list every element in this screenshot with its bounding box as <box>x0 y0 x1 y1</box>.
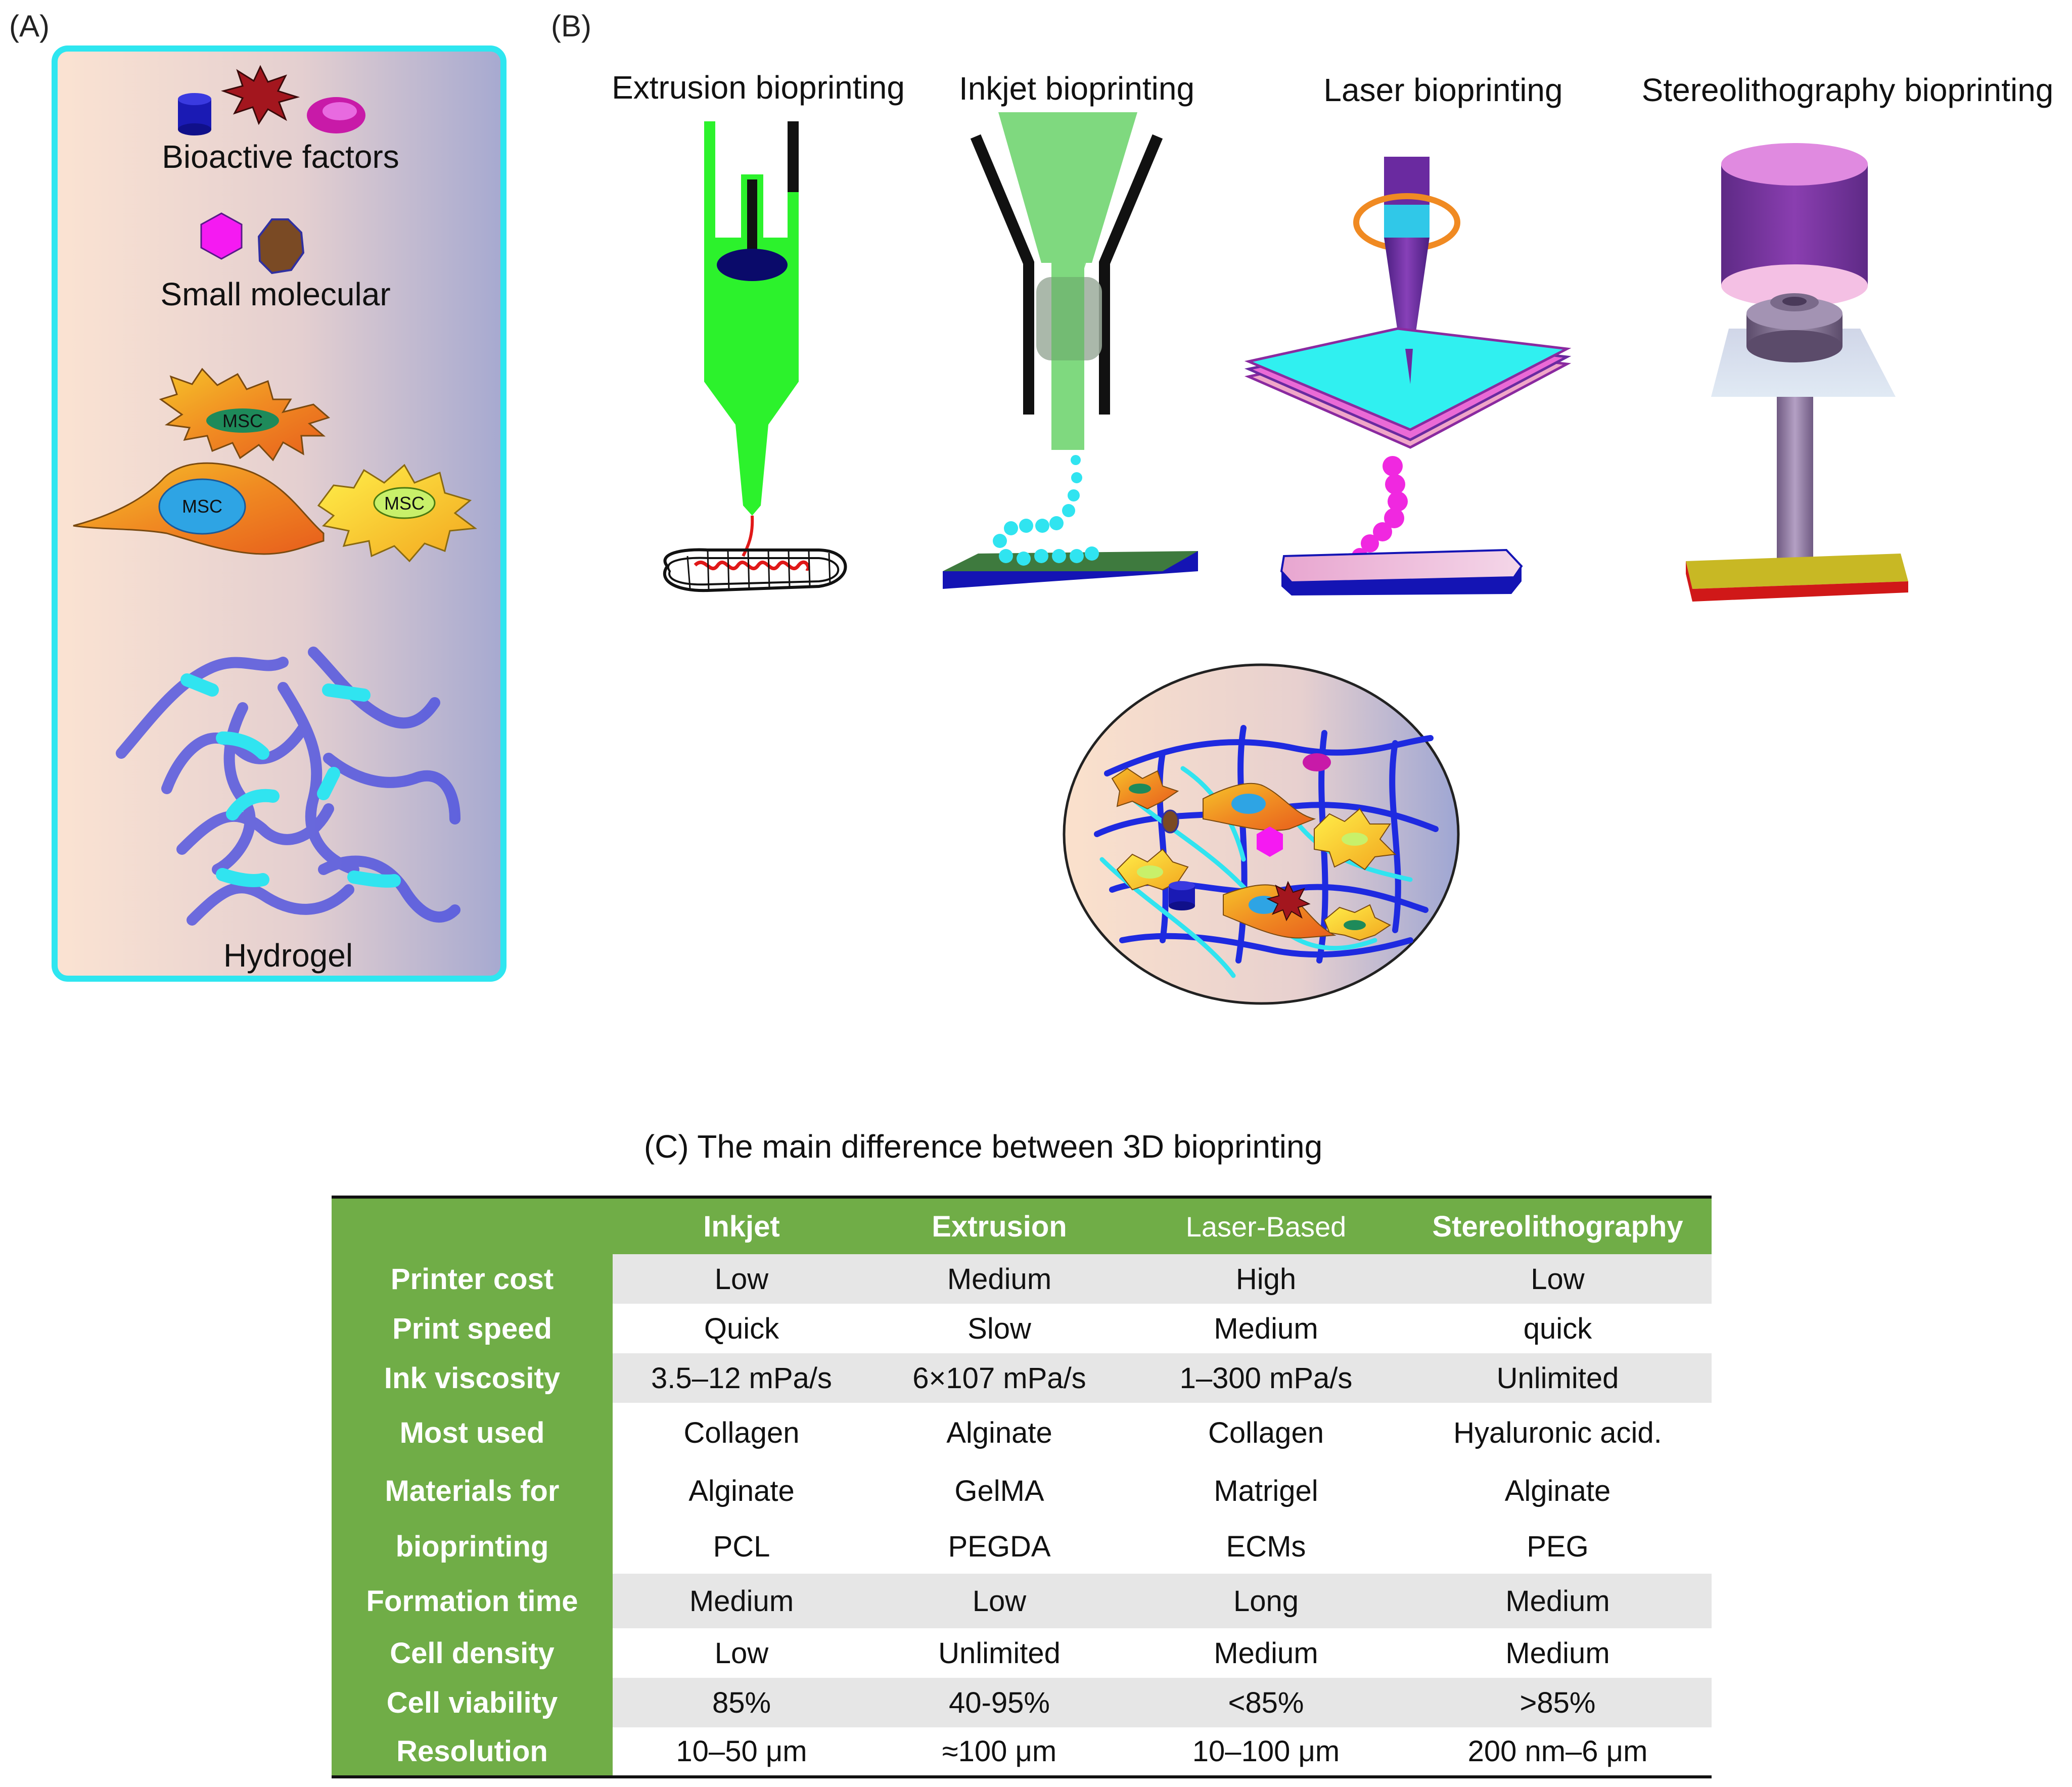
table-cell: 3.5–12 mPa/s <box>613 1353 870 1403</box>
table-cell: Medium <box>870 1254 1128 1304</box>
table-row: Ink viscosity 3.5–12 mPa/s 6×107 mPa/s 1… <box>332 1353 1712 1403</box>
laser-printer-illustration <box>1244 157 1572 595</box>
disc-icon <box>307 97 365 133</box>
table-cell: Low <box>1404 1254 1712 1304</box>
star-icon <box>221 65 300 125</box>
panel-c-title: (C) The main difference between 3D biopr… <box>644 1128 1322 1165</box>
table-row: Printer cost Low Medium High Low <box>332 1254 1712 1304</box>
table-cell: High <box>1128 1254 1404 1304</box>
table-row: Most used Collagen Alginate Collagen Hya… <box>332 1403 1712 1462</box>
table-cell: Alginate <box>1504 1474 1611 1507</box>
table-cell: PEG <box>1527 1530 1589 1563</box>
extrusion-printer-illustration <box>663 121 847 592</box>
table-header-extrusion: Extrusion <box>870 1196 1128 1254</box>
stereolithography-bioprinting-title: Stereolithography bioprinting <box>1642 72 2054 108</box>
table-cell: Unlimited <box>938 1636 1061 1670</box>
table-cell: Collagen <box>1208 1416 1324 1449</box>
table-cell: Unlimited <box>1404 1353 1712 1403</box>
table-row: Cell density Low Unlimited Medium Medium <box>332 1628 1712 1678</box>
row-label: Ink viscosity <box>332 1353 613 1403</box>
table-cell: Low <box>870 1574 1128 1628</box>
hydrogel-label: Hydrogel <box>223 937 353 974</box>
table-cell: GelMA <box>954 1474 1044 1507</box>
table-cell: 200 nm–6 μm <box>1404 1727 1712 1778</box>
table-cell: Hyaluronic acid. <box>1453 1416 1662 1449</box>
msc-cell-top: MSC <box>159 368 331 462</box>
table-cell: Medium <box>1404 1574 1712 1628</box>
table-cell: 85% <box>613 1678 870 1727</box>
inkjet-bioprinting-title: Inkjet bioprinting <box>959 70 1194 107</box>
hydrogel-network <box>116 647 461 926</box>
table-cell: Medium <box>1505 1636 1610 1670</box>
row-label: Print speed <box>332 1304 613 1353</box>
table-cell: PEGDA <box>948 1530 1051 1563</box>
table-cell: 10–100 μm <box>1128 1727 1404 1778</box>
table-cell: 40-95% <box>870 1678 1128 1727</box>
table-header-inkjet: Inkjet <box>613 1196 870 1254</box>
table-header-laser-based: Laser-Based <box>1128 1196 1404 1254</box>
table-cell: <85% <box>1128 1678 1404 1727</box>
table-row: bioprinting PCL PEGDA ECMs PEG <box>332 1519 1712 1574</box>
hexagon-icon <box>200 212 243 260</box>
table-cell: Alginate <box>946 1416 1052 1449</box>
table-cell: Medium <box>1214 1636 1318 1670</box>
table-row: Print speed Quick Slow Medium quick <box>332 1304 1712 1353</box>
table-cell: >85% <box>1404 1678 1712 1727</box>
msc-label-right: MSC <box>384 493 425 514</box>
table-cell: PCL <box>713 1530 770 1563</box>
inkjet-printer-illustration <box>943 112 1198 589</box>
msc-label-left: MSC <box>182 496 222 517</box>
laser-bioprinting-title: Laser bioprinting <box>1323 72 1562 108</box>
bioink-composite-circle <box>1063 663 1460 1005</box>
comparison-table: Inkjet Extrusion Laser-Based Stereolitho… <box>332 1196 1712 1778</box>
table-cell: ≈100 μm <box>870 1727 1128 1778</box>
row-label: Cell density <box>332 1628 613 1678</box>
table-cell: 1–300 mPa/s <box>1128 1353 1404 1403</box>
extrusion-bioprinting-title: Extrusion bioprinting <box>612 69 905 106</box>
table-header-row: Inkjet Extrusion Laser-Based Stereolitho… <box>332 1196 1712 1254</box>
bioactive-factors-label: Bioactive factors <box>162 139 399 175</box>
row-label: Most used <box>332 1403 613 1462</box>
cylinder-icon <box>178 93 211 135</box>
table-header-corner <box>332 1196 613 1254</box>
small-molecular-label: Small molecular <box>160 276 390 312</box>
msc-cell-right: MSC <box>317 464 477 563</box>
table-cell: Quick <box>704 1312 779 1345</box>
msc-cell-left: MSC <box>73 462 325 555</box>
table-cell: quick <box>1523 1312 1592 1345</box>
table-row: Formation time Medium Low Long Medium <box>332 1574 1712 1628</box>
msc-label-top: MSC <box>222 410 263 431</box>
row-label: Materials for <box>332 1462 613 1519</box>
row-label: bioprinting <box>332 1519 613 1574</box>
table-cell: Matrigel <box>1214 1474 1318 1507</box>
table-cell: Low <box>613 1254 870 1304</box>
table-row: Materials for Alginate GelMA Matrigel Al… <box>332 1462 1712 1519</box>
table-row: Cell viability 85% 40-95% <85% >85% <box>332 1678 1712 1727</box>
row-label: Printer cost <box>332 1254 613 1304</box>
panel-b-label: (B) <box>551 9 591 43</box>
table-cell: Medium <box>613 1574 870 1628</box>
table-cell: 6×107 mPa/s <box>870 1353 1128 1403</box>
panel-a-label: (A) <box>9 9 50 43</box>
table-cell: Medium <box>1214 1312 1318 1345</box>
table-cell: 10–50 μm <box>613 1727 870 1778</box>
table-cell: Long <box>1128 1574 1404 1628</box>
table-cell: Slow <box>968 1312 1031 1345</box>
row-label: Cell viability <box>332 1678 613 1727</box>
table-cell: Collagen <box>683 1416 800 1449</box>
table-header-stereolithography: Stereolithography <box>1404 1196 1712 1254</box>
table-cell: Low <box>714 1636 769 1670</box>
row-label: Formation time <box>332 1574 613 1628</box>
table-cell: Alginate <box>688 1474 795 1507</box>
stereolithography-printer-illustration <box>1686 143 1908 602</box>
table-row: Resolution 10–50 μm ≈100 μm 10–100 μm 20… <box>332 1727 1712 1778</box>
octagon-icon <box>257 218 305 274</box>
row-label: Resolution <box>332 1727 613 1778</box>
table-cell: ECMs <box>1226 1530 1306 1563</box>
